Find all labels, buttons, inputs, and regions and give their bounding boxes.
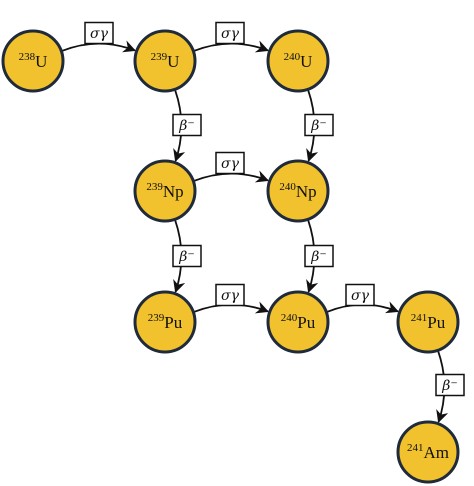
edge-np239-pu239: β⁻ bbox=[172, 220, 202, 293]
edge-label-box bbox=[215, 283, 245, 307]
nuclide-element-symbol: Np bbox=[296, 182, 317, 201]
edge-label: β⁻ bbox=[310, 118, 326, 134]
nuclide-node-np240: 240Np bbox=[266, 159, 330, 223]
edge-arrow bbox=[193, 40, 269, 53]
nuclide-mass-number: 241 bbox=[407, 442, 424, 454]
nuclide-label: 238U bbox=[19, 51, 48, 71]
nuclide-label: 241Pu bbox=[411, 312, 446, 332]
nuclide-label: 239U bbox=[151, 51, 180, 71]
nuclide-label: 240Np bbox=[279, 181, 316, 201]
edge-label: σγ bbox=[221, 156, 240, 172]
nuclide-label: 239Pu bbox=[148, 312, 183, 332]
nuclide-circle bbox=[133, 290, 197, 354]
nuclide-mass-number: 240 bbox=[281, 312, 298, 324]
edge-label-box bbox=[304, 244, 334, 268]
nuclide-label: 240Pu bbox=[281, 312, 316, 332]
edge-label-box bbox=[345, 283, 375, 307]
nuclide-element-symbol: U bbox=[167, 52, 179, 71]
nuclide-mass-number: 239 bbox=[151, 51, 168, 63]
edge-label: β⁻ bbox=[441, 378, 457, 394]
edge-label: σγ bbox=[351, 288, 370, 304]
nuclide-label: 240U bbox=[284, 51, 313, 71]
nuclide-circle bbox=[396, 290, 460, 354]
edge-arrow bbox=[193, 170, 269, 183]
nuclide-mass-number: 241 bbox=[411, 312, 428, 324]
nuclide-circle bbox=[1, 29, 65, 93]
edge-label: β⁻ bbox=[178, 118, 194, 134]
edge-pu240-pu241: σγ bbox=[326, 283, 399, 314]
nuclide-circle bbox=[133, 29, 197, 93]
nuclide-node-pu240: 240Pu bbox=[266, 290, 330, 354]
nuclide-circle bbox=[266, 290, 330, 354]
nuclide-circle bbox=[266, 159, 330, 223]
edge-pu239-pu240: σγ bbox=[193, 283, 269, 314]
edge-u240-np240: β⁻ bbox=[304, 90, 334, 162]
edge-pu241-am241: β⁻ bbox=[435, 351, 465, 423]
nuclide-node-u240: 240U bbox=[266, 29, 330, 93]
edge-label-box bbox=[304, 113, 334, 137]
edge-label: σγ bbox=[90, 26, 109, 42]
nuclide-mass-number: 238 bbox=[19, 51, 36, 63]
edge-u238-u239: σγ bbox=[61, 21, 136, 53]
nuclide-node-u238: 238U bbox=[1, 29, 65, 93]
nuclide-mass-number: 240 bbox=[284, 51, 301, 63]
nuclide-label: 241Am bbox=[407, 442, 449, 462]
nuclide-node-am241: 241Am bbox=[396, 420, 460, 484]
edge-label-box bbox=[215, 151, 245, 175]
nuclide-mass-number: 240 bbox=[279, 181, 296, 193]
edge-np239-np240: σγ bbox=[193, 151, 269, 183]
nuclide-circle bbox=[266, 29, 330, 93]
edge-u239-np239: β⁻ bbox=[172, 90, 202, 162]
edge-np240-pu240: β⁻ bbox=[304, 220, 334, 293]
edge-label: β⁻ bbox=[178, 249, 194, 265]
nuclide-node-np239: 239Np bbox=[133, 159, 197, 223]
nuclide-mass-number: 239 bbox=[148, 312, 165, 324]
nuclide-element-symbol: Pu bbox=[297, 313, 315, 332]
nuclide-circle bbox=[396, 420, 460, 484]
nuclide-element-symbol: Np bbox=[163, 182, 184, 201]
nuclide-node-pu239: 239Pu bbox=[133, 290, 197, 354]
nuclide-node-u239: 239U bbox=[133, 29, 197, 93]
nuclide-circle bbox=[133, 159, 197, 223]
nuclide-element-symbol: U bbox=[300, 52, 312, 71]
edge-label-box bbox=[215, 21, 245, 45]
edges-layer: σγ σγ β⁻ β⁻ σγ β⁻ β⁻ σγ σγ β⁻ bbox=[61, 21, 465, 423]
edge-arrow bbox=[61, 40, 136, 53]
edge-label: σγ bbox=[221, 288, 240, 304]
edge-label: σγ bbox=[221, 26, 240, 42]
edge-label: β⁻ bbox=[310, 249, 326, 265]
nuclide-element-symbol: Am bbox=[424, 443, 450, 462]
edge-label-box bbox=[435, 373, 465, 397]
edge-u239-u240: σγ bbox=[193, 21, 269, 53]
edge-label-box bbox=[172, 244, 202, 268]
nuclide-node-pu241: 241Pu bbox=[396, 290, 460, 354]
nuclide-mass-number: 239 bbox=[146, 181, 163, 193]
edge-label-box bbox=[84, 21, 114, 45]
nuclide-element-symbol: Pu bbox=[427, 313, 445, 332]
edge-label-box bbox=[172, 113, 202, 137]
nuclide-element-symbol: Pu bbox=[164, 313, 182, 332]
nuclide-element-symbol: U bbox=[35, 52, 47, 71]
nuclide-label: 239Np bbox=[146, 181, 183, 201]
